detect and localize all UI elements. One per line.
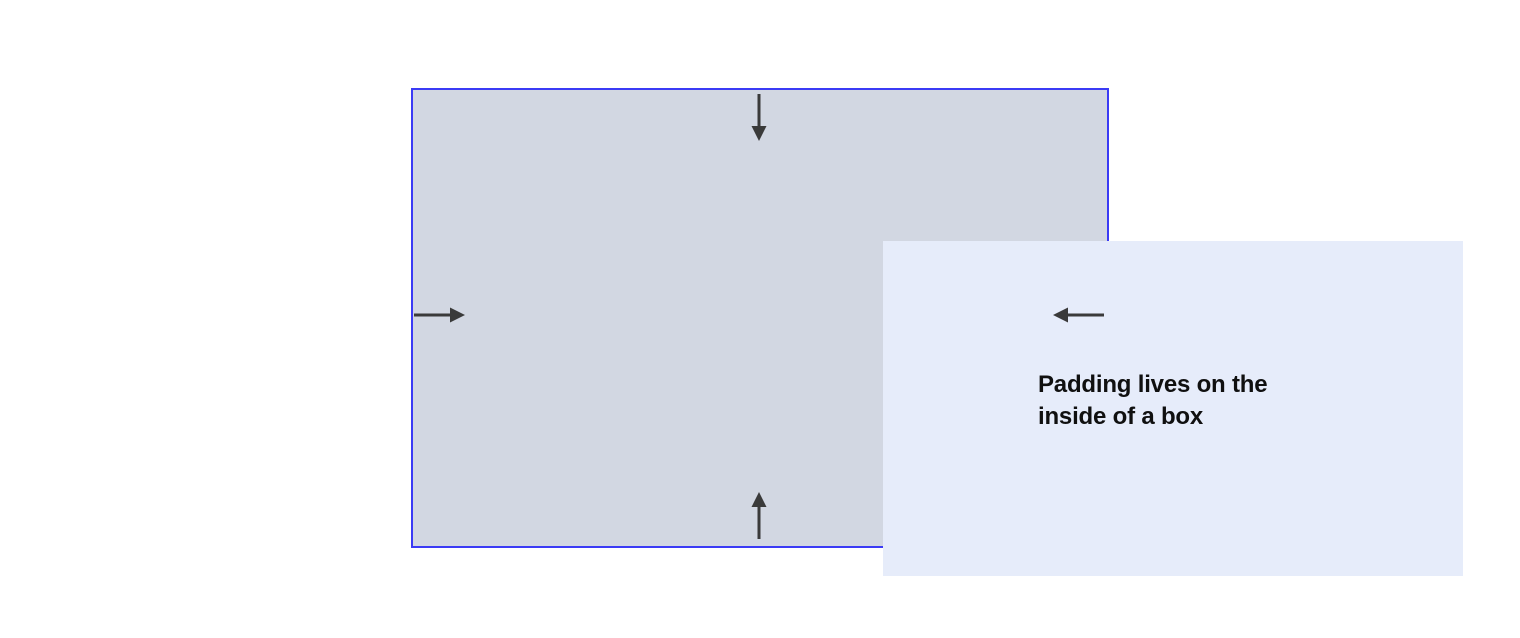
arrow-down-icon <box>744 94 774 141</box>
padding-area-box: Padding lives on the inside of a box <box>411 88 1463 576</box>
content-area-box: Padding lives on the inside of a box <box>883 241 1463 576</box>
arrow-right-icon <box>414 303 465 327</box>
arrow-left-icon <box>1053 303 1104 327</box>
content-area-label: Padding lives on the inside of a box <box>1038 371 1268 430</box>
arrow-up-icon <box>744 492 774 539</box>
